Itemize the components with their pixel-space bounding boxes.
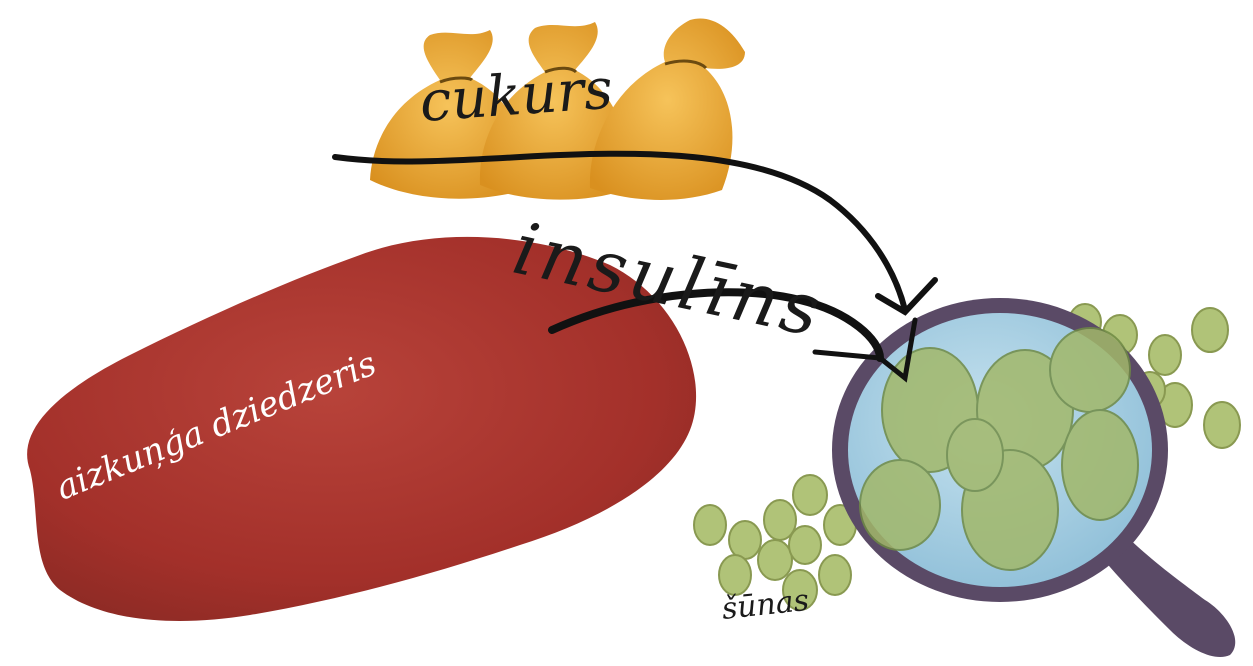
magnifying-glass bbox=[832, 298, 1168, 602]
sugar-arrowhead bbox=[878, 280, 935, 312]
sugar-label: cukurs bbox=[418, 57, 615, 135]
